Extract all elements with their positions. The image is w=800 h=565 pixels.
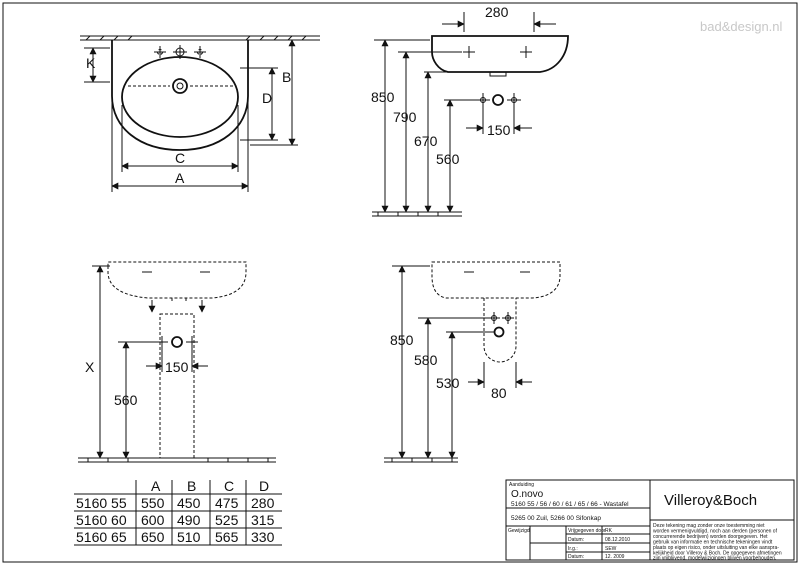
pedestal-column	[159, 313, 195, 459]
dim-label-d: D	[262, 90, 272, 106]
disclaimer-line: worden vermenigvuldigd, noch aan derden …	[653, 529, 778, 535]
dim-label-k: K	[86, 55, 96, 71]
table-cell: 315	[251, 512, 275, 528]
table-cell: 650	[141, 529, 165, 545]
table-header-d: D	[259, 478, 269, 494]
siphon-cover	[483, 298, 517, 363]
table-header-a: A	[151, 478, 161, 494]
dim-pedestal-560: 560	[114, 392, 138, 408]
table-cell: 5160 65	[76, 529, 127, 545]
dim-side-790: 790	[393, 109, 417, 125]
drain-icon	[172, 78, 188, 94]
table-cell: 280	[251, 495, 275, 511]
table-cell: 5160 55	[76, 495, 127, 511]
table-cell: 490	[177, 512, 201, 528]
dim-pedside-530: 530	[436, 375, 460, 391]
dim-label-x: X	[85, 359, 95, 375]
pedestal-front-view: 150 X 560	[78, 261, 276, 463]
dim-pedside-850: 850	[390, 332, 414, 348]
dim-label-a: A	[175, 170, 185, 186]
dim-pedside-580: 580	[414, 352, 438, 368]
table-cell: 510	[177, 529, 201, 545]
dim-pedestal-150: 150	[165, 359, 189, 375]
getekend-label: Ir.g.:	[568, 546, 578, 552]
table-cell: 600	[141, 512, 165, 528]
tap-holes-icon	[154, 45, 206, 59]
dim-side-280: 280	[485, 4, 509, 20]
table-header-c: C	[224, 478, 234, 494]
disclaimer-line: zijn vrijblijvend, modelwijzigingen blij…	[653, 556, 776, 562]
dim-side-150: 150	[487, 122, 511, 138]
disclaimer-line: kelijkheid door Villeroy & Boch. De opge…	[653, 551, 782, 557]
product-name: O.novo	[511, 489, 544, 500]
table-cell: 550	[141, 495, 165, 511]
table-cell: 525	[215, 512, 239, 528]
disclaimer-line: gebruik van informatie en technische tek…	[653, 540, 773, 546]
table-cell: 565	[215, 529, 239, 545]
dim-label-b: B	[282, 69, 291, 85]
product-codes: 5160 55 / 56 / 60 / 61 / 65 / 66 - Wasta…	[511, 501, 629, 508]
dim-label-c: C	[175, 150, 185, 166]
front-view: K B D C A	[80, 35, 320, 192]
pedestal-side-view: 850 580 530 80	[384, 261, 561, 463]
side-view: 280 850 790 670 560 150	[371, 4, 569, 217]
watermark: bad&design.nl	[700, 19, 783, 34]
table-header-b: B	[187, 478, 196, 494]
datum-label: Datum:	[568, 554, 584, 560]
datum-value: 12. 2009	[605, 554, 625, 560]
table-cell: 475	[215, 495, 239, 511]
basin-outline	[111, 40, 249, 151]
datum-value: 08.12.2010	[605, 537, 630, 543]
vrijgegeven-label: Vrijgegeven door	[568, 528, 606, 534]
gewijzigd-label: Gewijzigd	[508, 528, 530, 534]
basin-side-outline	[431, 35, 569, 73]
table-cell: 5160 60	[76, 512, 127, 528]
disclaimer-line: plaats op eigen risico, onder uitsluitin…	[653, 545, 779, 551]
table-cell: 330	[251, 529, 275, 545]
siphon-fittings-icon	[488, 312, 514, 338]
aanduiding-label: Aanduiding	[509, 482, 534, 488]
supply-fittings-icon	[476, 93, 521, 107]
disclaimer-line: Deze tekening mag zonder onze toestemmin…	[653, 523, 765, 529]
basin-bowl	[121, 56, 239, 138]
brand-logo: Villeroy&Boch	[664, 492, 757, 509]
basin-dashed-outline	[107, 261, 247, 299]
getekend-value: SEW	[605, 546, 617, 552]
dim-side-850: 850	[371, 89, 395, 105]
table-cell: 450	[177, 495, 201, 511]
dimension-table: A B C D 5160 55 550 450 475 280 5160 60 …	[74, 478, 282, 546]
vrijgegeven-value: RK	[605, 528, 613, 534]
title-block: Aanduiding O.novo 5160 55 / 56 / 60 / 61…	[505, 479, 795, 562]
datum-label: Datum:	[568, 537, 584, 543]
accessories-line: 5265 00 Zuil, 5266 00 Sifonkap	[511, 515, 601, 522]
disclaimer-line: concurrerende bedrijven) worden doorgege…	[653, 534, 768, 540]
dim-side-670: 670	[414, 133, 438, 149]
basin-side-dashed-outline	[431, 261, 561, 299]
dim-pedside-80: 80	[491, 385, 507, 401]
dim-side-560: 560	[436, 151, 460, 167]
